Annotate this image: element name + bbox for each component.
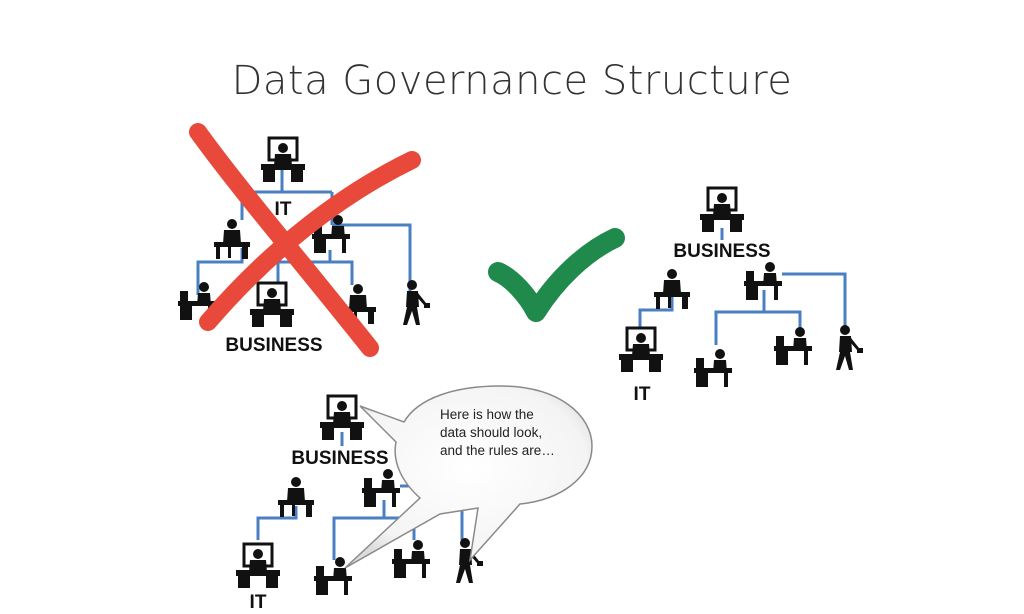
staff-desk-icon — [248, 281, 296, 329]
speaking-structure-diagram: BUSINESS IT — [234, 394, 483, 613]
it-staff-standing-icon — [836, 325, 863, 370]
business-lead-icon — [698, 186, 746, 234]
it-staff-computer-icon — [694, 349, 732, 387]
wrong-structure-diagram: IT BUSINESS — [178, 123, 430, 357]
speaker-it-lead-icon — [234, 542, 282, 590]
green-check-icon — [488, 228, 625, 322]
wrong-top-label: IT — [275, 199, 292, 220]
right-top-label: BUSINESS — [673, 241, 770, 262]
right-bottom-label: IT — [634, 384, 651, 405]
speaking-bottom-label: IT — [250, 592, 267, 613]
it-staff-desk-icon — [774, 327, 812, 365]
speaker-business-analyst-icon — [362, 469, 400, 507]
speech-bubble-text: Here is how the data should look, and th… — [440, 407, 555, 458]
speaker-it-desk-icon — [392, 540, 430, 578]
slide-title: Data Governance Structure — [231, 58, 793, 104]
speaking-top-label: BUSINESS — [291, 448, 388, 469]
red-x-icon — [189, 123, 421, 357]
speech-bubble — [344, 385, 593, 569]
staff-standing-icon — [403, 280, 430, 325]
it-lead-icon — [617, 326, 665, 374]
speaker-it-computer-icon — [314, 557, 352, 595]
manager-icon — [214, 219, 250, 259]
wrong-bottom-label: BUSINESS — [225, 335, 322, 356]
right-structure-diagram: BUSINESS IT — [617, 186, 863, 405]
